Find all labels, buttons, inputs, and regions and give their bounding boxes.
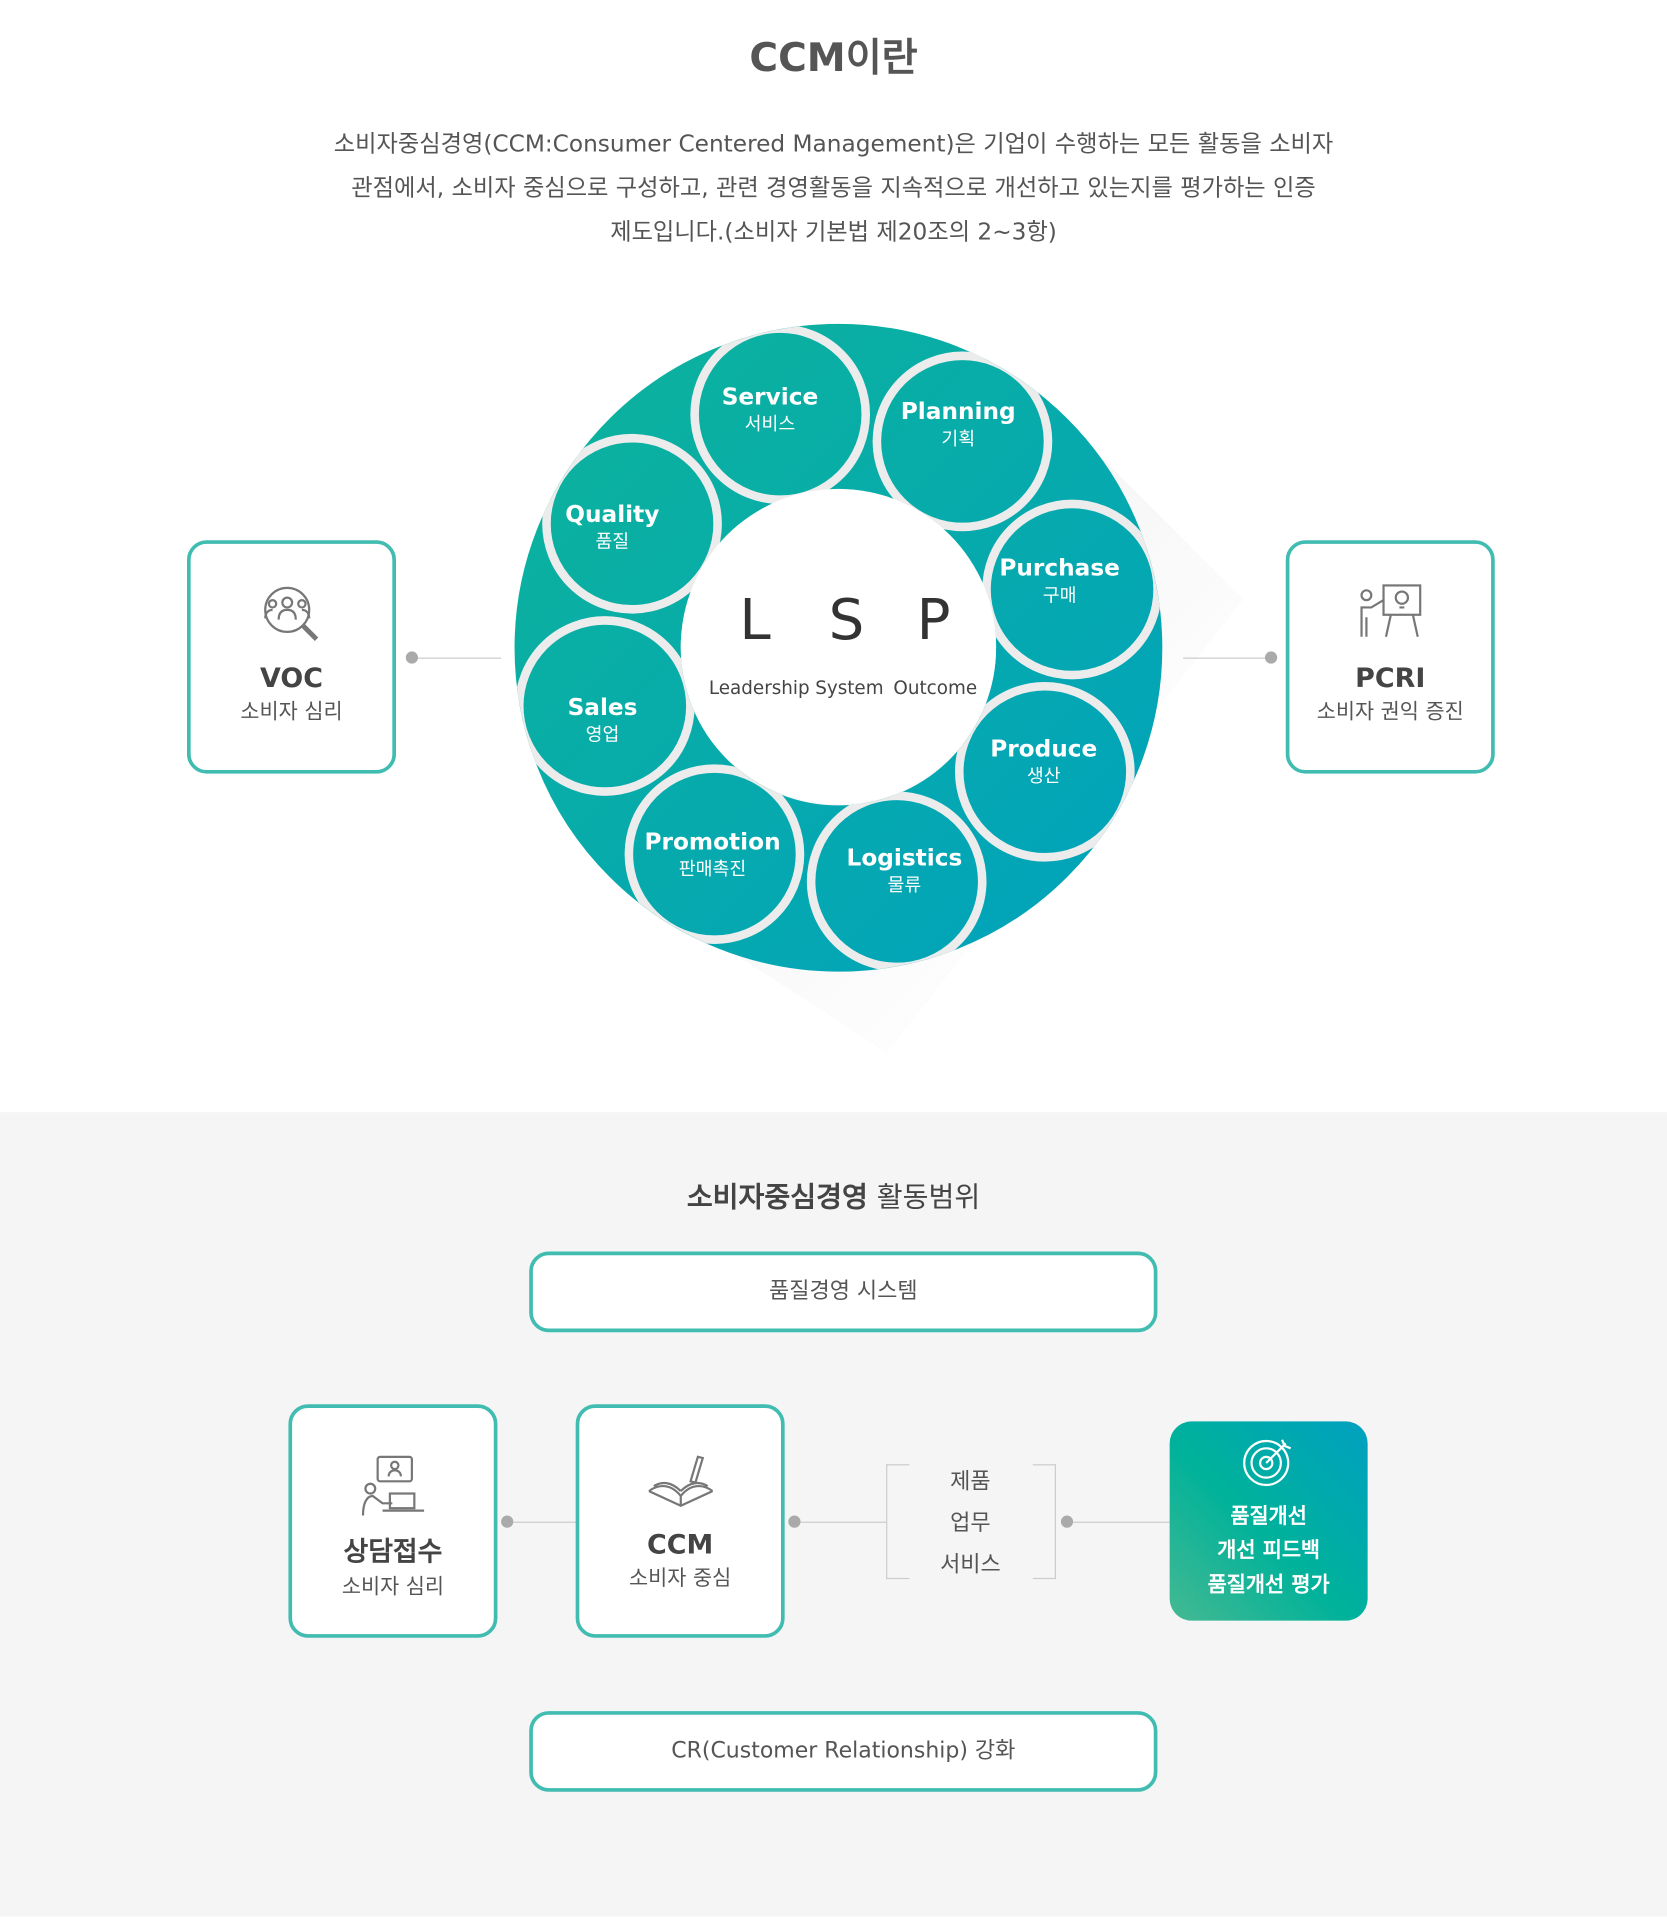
- pcri-card: PCRI 소비자 권익 증진: [1285, 540, 1495, 774]
- intro-line: 소비자중심경영(CCM:Consumer Centered Management…: [333, 130, 1334, 158]
- wheel-segment: [872, 351, 1053, 532]
- result-line: 품질개선 평가: [1207, 1572, 1330, 1598]
- consult-card: 상담접수 소비자 심리: [288, 1404, 498, 1638]
- connector-line: [513, 1521, 577, 1523]
- connector-dot: [501, 1515, 514, 1528]
- connector-line: [800, 1521, 887, 1523]
- lsp-word: Outcome: [893, 677, 978, 700]
- connector-line: [1073, 1521, 1171, 1523]
- pcri-title: PCRI: [1355, 663, 1426, 695]
- bracket-right: [1032, 1464, 1056, 1580]
- connector-dot: [1264, 651, 1278, 664]
- intro-line: 관점에서, 소비자 중심으로 구성하고, 관련 경영활동을 지속적으로 개선하고…: [351, 174, 1316, 202]
- connector-dot: [405, 651, 418, 664]
- scope-list: 제품 업무 서비스: [908, 1462, 1033, 1587]
- connector-dot: [1060, 1515, 1074, 1528]
- lsp-word: System: [815, 677, 884, 700]
- scope-section: [0, 1112, 1667, 1917]
- connector-line: [1183, 657, 1267, 659]
- scope-heading-rest: 활동범위: [876, 1181, 981, 1214]
- bracket-left: [886, 1464, 910, 1580]
- pcri-subtitle: 소비자 권익 증진: [1316, 700, 1464, 725]
- voc-subtitle: 소비자 심리: [240, 700, 343, 725]
- ccm-title: CCM: [647, 1530, 714, 1561]
- book-pen-icon: [647, 1455, 713, 1507]
- consult-subtitle: 소비자 심리: [341, 1575, 445, 1600]
- voc-title: VOC: [260, 663, 323, 695]
- quality-improvement-card: 품질개선 개선 피드백 품질개선 평가: [1169, 1421, 1368, 1621]
- ccm-subtitle: 소비자 중심: [629, 1566, 732, 1592]
- scope-list-item: 제품: [950, 1469, 991, 1495]
- lsp-word: Leadership: [708, 677, 810, 700]
- lsp-letter: S: [828, 586, 865, 653]
- scope-list-item: 업무: [950, 1510, 991, 1537]
- intro-line: 제도입니다.(소비자 기본법 제20조의 2~3항): [610, 218, 1057, 246]
- consult-title: 상담접수: [343, 1537, 443, 1569]
- voc-card: VOC 소비자 심리: [186, 540, 396, 774]
- presentation-idea-icon: [1359, 584, 1421, 638]
- people-search-icon: [263, 586, 318, 641]
- target-icon: [1243, 1439, 1292, 1487]
- quality-system-pill: 품질경영 시스템: [529, 1251, 1158, 1333]
- wheel-center: [680, 488, 997, 805]
- intro-text: 소비자중심경영(CCM:Consumer Centered Management…: [293, 122, 1373, 254]
- consultation-icon: [361, 1455, 424, 1516]
- wheel-segment: [624, 764, 805, 944]
- lsp-letter: P: [916, 586, 951, 653]
- page-title: CCM이란: [749, 34, 918, 81]
- cr-pill: CR(Customer Relationship) 강화: [529, 1711, 1158, 1792]
- result-line: 품질개선: [1230, 1504, 1307, 1529]
- wheel-segment: [542, 433, 722, 614]
- wheel-segment: [954, 681, 1135, 862]
- scope-list-item: 서비스: [940, 1552, 1001, 1578]
- ccm-card: CCM 소비자 중심: [575, 1404, 785, 1638]
- connector-dot: [788, 1515, 801, 1528]
- ccm-wheel: [514, 323, 1244, 1053]
- scope-heading: 소비자중심경영 활동범위: [0, 1173, 1667, 1215]
- scope-heading-bold: 소비자중심경영: [686, 1181, 868, 1214]
- connector-line: [417, 657, 502, 659]
- lsp-letter: L: [739, 586, 771, 653]
- result-line: 개선 피드백: [1217, 1538, 1321, 1564]
